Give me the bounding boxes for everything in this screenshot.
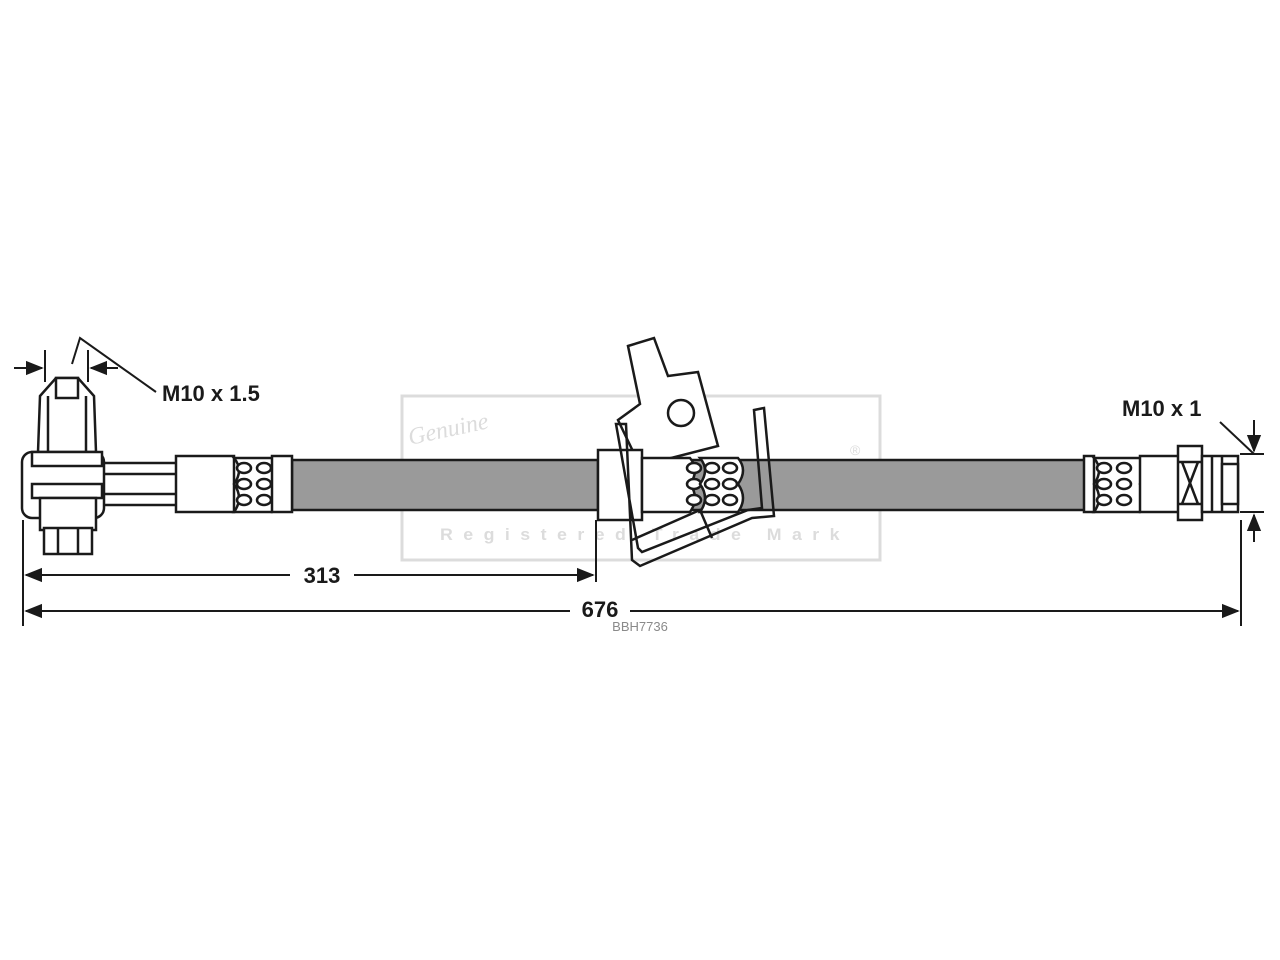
mounting-bracket [596,336,776,568]
watermark-registered: ® [850,442,861,458]
part-code: BBH7736 [612,619,668,634]
watermark-subtitle: Registered Trade Mark [440,525,850,544]
bracket-hole [666,398,696,428]
dimensions [14,336,1264,626]
right-end-fitting [1082,444,1240,522]
leader-right-thread [1219,421,1255,455]
dim-313-label: 313 [304,563,341,588]
leader-left-thread [71,336,157,393]
left-banjo-fitting [20,376,294,556]
dim-676-label: 676 [582,597,619,622]
left-thread-label: M10 x 1.5 [162,381,260,406]
right-thread-label: M10 x 1 [1122,396,1202,421]
watermark-script: Genuine [406,408,491,450]
hose-tube-left [290,458,600,512]
